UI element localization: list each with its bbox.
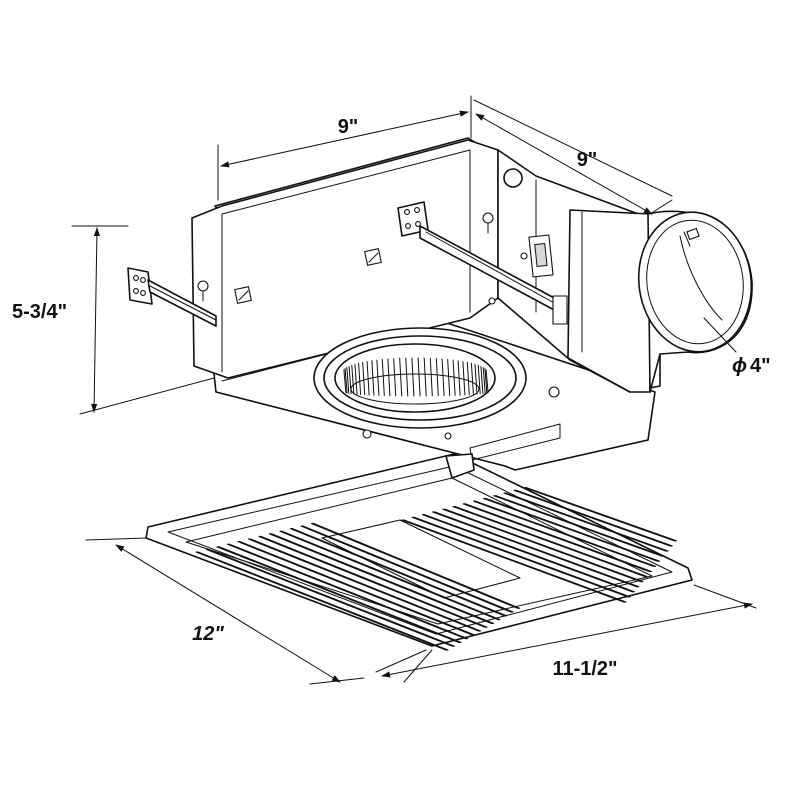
blower-vane <box>381 359 385 397</box>
blower-vane <box>452 359 456 396</box>
blower-vane <box>399 357 403 397</box>
blower-vane <box>474 363 478 395</box>
blower-vane <box>411 357 415 397</box>
blower-vane <box>343 369 347 394</box>
blower-vane <box>405 357 409 397</box>
mounting-bar-left <box>127 267 217 327</box>
mounting-tab <box>234 286 252 304</box>
screw <box>362 429 372 439</box>
knockout-hole <box>503 168 523 188</box>
grille-louver <box>411 516 631 598</box>
label-grille-length: 12" <box>192 623 224 645</box>
blower-vane <box>485 369 489 394</box>
diameter-symbol: ϕ <box>732 355 747 377</box>
dimension-grille-width: 11-1/2" <box>381 584 757 683</box>
label-duct-diameter: 4" <box>750 355 771 377</box>
grille <box>145 453 693 651</box>
duct-collar <box>567 209 753 393</box>
blower-vane <box>387 358 391 397</box>
blower-vane <box>354 363 358 395</box>
blower-vane <box>470 362 474 395</box>
blower-vane <box>462 361 466 396</box>
grille-louver <box>503 492 669 552</box>
label-grille-width: 11-1/2" <box>552 658 617 680</box>
blower-vane <box>477 364 481 395</box>
blower-vane <box>362 361 366 396</box>
grille-louver <box>462 503 652 572</box>
blower-vane <box>393 358 397 397</box>
label-height: 5-3/4" <box>12 301 67 323</box>
blower-vane <box>482 367 486 394</box>
blower-vane <box>351 364 355 395</box>
mounting-bar-right <box>397 201 568 325</box>
blower-wheel <box>313 327 527 429</box>
blower-vane <box>358 362 362 395</box>
bar-clip <box>552 295 568 325</box>
grille-louver <box>442 508 644 583</box>
keyhole-slot-icon <box>197 280 209 302</box>
grille-louver <box>493 495 665 557</box>
dimension-top-width: 9" <box>217 95 472 201</box>
grille-louver <box>483 497 661 562</box>
blower-vane <box>417 357 421 397</box>
grille-louvers-right <box>401 487 677 603</box>
grille-louver <box>421 514 635 593</box>
screw <box>444 432 452 440</box>
label-top-depth: 9" <box>577 149 598 171</box>
grille-louver <box>432 511 640 588</box>
dimension-duct-diameter: ϕ 4" <box>703 317 771 377</box>
blower-vane <box>441 358 445 397</box>
label-top-width: 9" <box>338 116 359 138</box>
blower-vane <box>344 368 348 394</box>
blower-vane <box>423 357 427 397</box>
grille-louver <box>452 505 648 578</box>
dimension-grille-length: 12" <box>85 537 427 685</box>
duct-opening <box>637 211 753 353</box>
blower-vane <box>435 358 439 397</box>
damper-pin <box>686 227 700 241</box>
mounting-tab <box>364 248 382 266</box>
screw <box>548 386 560 398</box>
grille-light-lens <box>321 519 521 599</box>
dimension-height: 5-3/4" <box>12 225 215 415</box>
blower-vane <box>376 359 380 396</box>
dimension-top-depth: 9" <box>473 99 673 215</box>
blower-vane <box>447 359 451 397</box>
grille-louver <box>513 489 673 547</box>
grille-louver <box>523 487 677 542</box>
grille-louver <box>472 500 656 567</box>
grille-louver <box>401 519 627 603</box>
blower-vane <box>466 361 470 396</box>
blower-vane <box>480 365 484 395</box>
blower-vane <box>429 357 433 397</box>
blower-vane <box>346 367 350 394</box>
blower-vane <box>484 368 488 394</box>
